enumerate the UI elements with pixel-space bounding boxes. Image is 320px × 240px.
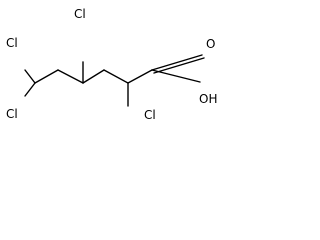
- bond-c2-c1: [127, 69, 153, 84]
- bond-c6-c5: [34, 69, 59, 84]
- bond-c5-c4: [57, 69, 84, 84]
- bond-c6-cl-top: [24, 69, 36, 84]
- bond-c4-c3: [82, 69, 105, 84]
- bond-c1-oh: [151, 69, 201, 83]
- structure-canvas: Cl Cl Cl Cl O OH: [0, 0, 232, 121]
- bond-c3-c2: [103, 69, 129, 84]
- atom-label-cl-c2: Cl: [144, 108, 156, 121]
- atom-label-cl-c6-bottom: Cl: [6, 107, 18, 121]
- bond-c1-o-double-a: [151, 54, 203, 71]
- atom-label-hydroxyl: OH: [199, 92, 217, 106]
- molecule-drawing: Cl Cl Cl Cl O OH: [6, 7, 217, 121]
- bond-c1-o-double-b: [153, 57, 205, 74]
- atom-label-cl-c4: Cl: [74, 7, 86, 21]
- bond-c6-cl-bottom: [24, 82, 36, 97]
- atom-label-cl-c6-top: Cl: [6, 36, 18, 50]
- atom-label-oxygen: O: [206, 37, 215, 51]
